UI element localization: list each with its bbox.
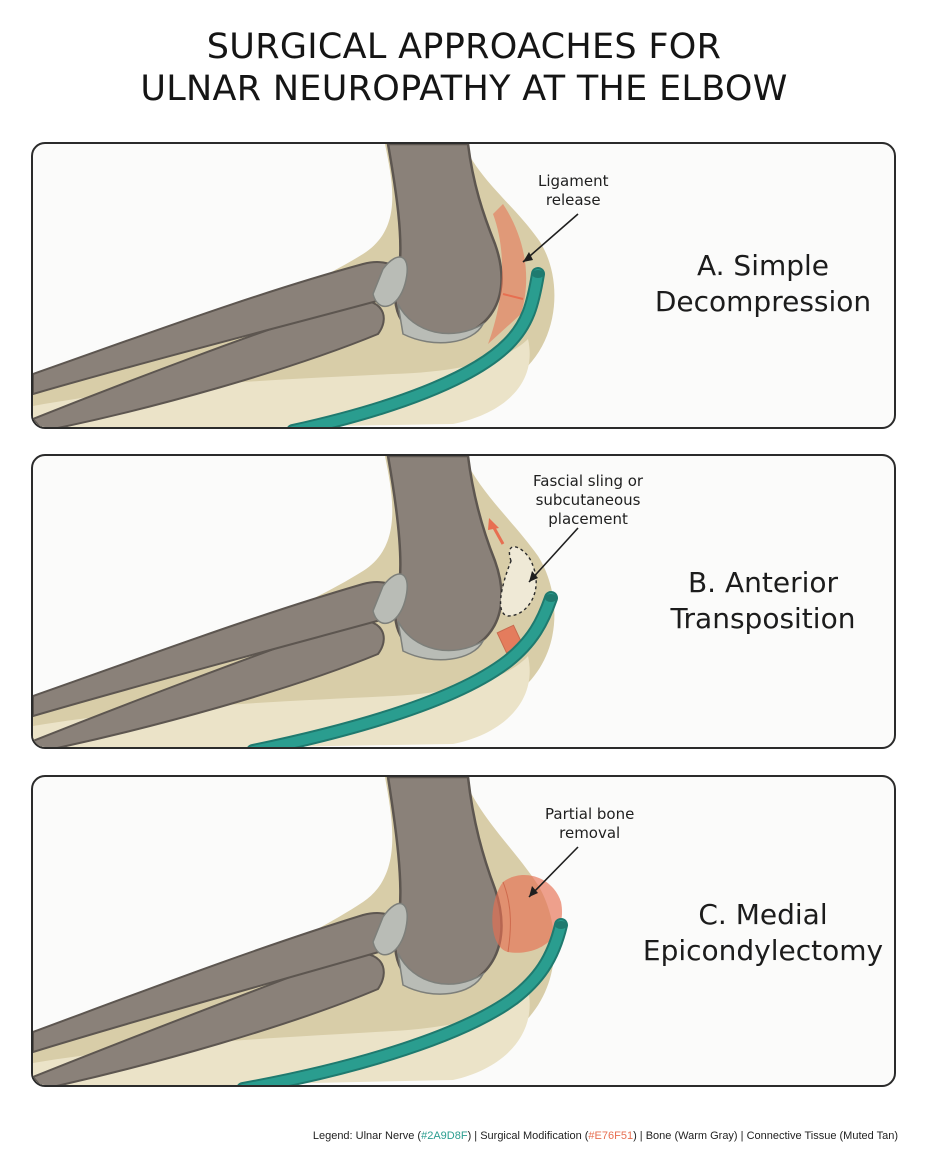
callout-b-line-1: Fascial sling or <box>533 472 644 490</box>
legend-mid: ) | Surgical Modification ( <box>467 1130 589 1142</box>
title-line-2: ULNAR NEUROPATHY AT THE ELBOW <box>140 69 788 109</box>
callout-c-line-2: removal <box>559 824 621 842</box>
procedure-c-line-1: C. Medial <box>698 898 828 931</box>
procedure-b-line-1: B. Anterior <box>687 566 839 599</box>
procedure-a-line-1: A. Simple <box>696 249 830 282</box>
page-title: SURGICAL APPROACHES FOR ULNAR NEUROPATHY… <box>0 26 928 110</box>
panel-anterior-transposition: Fascial sling or subcutaneous placement … <box>31 454 896 749</box>
elbow-illustration-c <box>33 777 579 1085</box>
legend-mod-hex: #E76F51 <box>588 1130 634 1142</box>
callout-b-line-3: placement <box>548 510 628 528</box>
procedure-name-a: A. Simple Decompression <box>618 248 894 320</box>
callout-fascial-sling: Fascial sling or subcutaneous placement <box>533 472 643 529</box>
panel-medial-epicondylectomy: Partial bone removal C. Medial Epicondyl… <box>31 775 896 1087</box>
title-line-1: SURGICAL APPROACHES FOR <box>206 27 722 67</box>
elbow-illustration-a <box>33 144 579 427</box>
legend-suffix: ) | Bone (Warm Gray) | Connective Tissue… <box>633 1130 898 1142</box>
panel-simple-decompression: Ligament release A. Simple Decompression <box>31 142 896 429</box>
callout-b-line-2: subcutaneous <box>535 491 641 509</box>
procedure-name-b: B. Anterior Transposition <box>618 565 894 637</box>
callout-a-line-1: Ligament <box>538 172 609 190</box>
callout-partial-bone-removal: Partial bone removal <box>545 805 634 843</box>
callout-ligament-release: Ligament release <box>538 172 608 210</box>
procedure-name-c: C. Medial Epicondylectomy <box>618 897 894 969</box>
elbow-illustration-b <box>33 456 579 747</box>
callout-c-line-1: Partial bone <box>545 805 635 823</box>
procedure-a-line-2: Decompression <box>654 285 872 318</box>
legend-nerve-hex: #2A9D8F <box>421 1130 468 1142</box>
procedure-c-line-2: Epicondylectomy <box>642 934 884 967</box>
procedure-b-line-2: Transposition <box>670 602 856 635</box>
legend: Legend: Ulnar Nerve (#2A9D8F) | Surgical… <box>313 1130 898 1142</box>
legend-prefix: Legend: Ulnar Nerve ( <box>312 1130 422 1142</box>
callout-a-line-2: release <box>545 191 601 209</box>
